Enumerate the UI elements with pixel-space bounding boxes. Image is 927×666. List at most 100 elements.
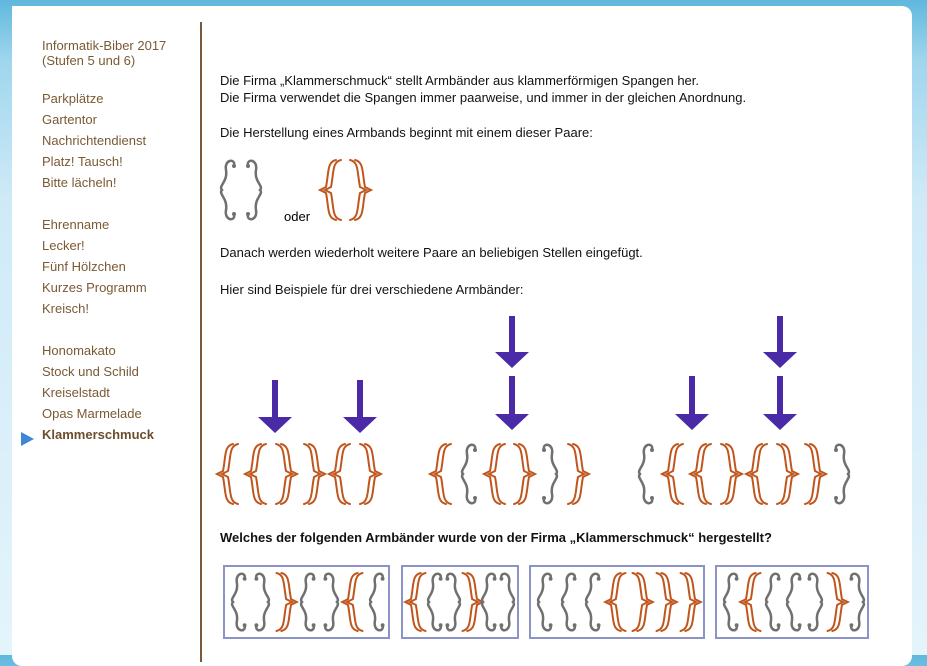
nav-item-platz-tausch[interactable]: Platz! Tausch!: [42, 154, 123, 169]
curly-stroke: [684, 572, 704, 632]
curly-open-clasp: [743, 443, 768, 505]
curly-stroke: [402, 572, 422, 632]
nav-item-lecker[interactable]: Lecker!: [42, 238, 85, 253]
nav-item-klammerschmuck[interactable]: Klammerschmuck: [42, 427, 154, 442]
curly-stroke: [331, 443, 351, 505]
curly-close-clasp: [679, 572, 704, 632]
curly-stroke: [219, 443, 239, 505]
round-open-clasp: [480, 572, 497, 632]
clasp-end: [548, 576, 553, 581]
down-arrow-icon: [495, 316, 529, 368]
nav-item-nachrichtendienst[interactable]: Nachrichtendienst: [42, 133, 147, 148]
curly-stroke: [720, 443, 740, 505]
curly-stroke: [659, 443, 679, 505]
round-open-clasp: [785, 572, 802, 632]
round-open-clasp: [219, 159, 236, 221]
round-open-clasp: [584, 572, 601, 632]
intro-line-2: Die Firma verwendet die Spangen immer pa…: [220, 90, 747, 105]
nav-item-kreiselstadt[interactable]: Kreiselstadt: [42, 385, 110, 400]
arrow-shaft: [689, 376, 695, 416]
curly-close-clasp: [776, 443, 801, 505]
arrow-shaft: [357, 380, 363, 419]
clasp-end: [380, 576, 385, 581]
examples-text: Hier sind Beispiele für drei verschieden…: [220, 282, 524, 297]
curly-stroke: [776, 443, 796, 505]
clasp-end: [232, 212, 236, 216]
start-text: Die Herstellung eines Armbands beginnt m…: [220, 125, 593, 140]
answer-option-a[interactable]: [223, 565, 390, 639]
task-navigation: Informatik-Biber 2017 (Stufen 5 und 6) P…: [42, 38, 166, 445]
curly-stroke: [317, 159, 337, 221]
clasp-end: [438, 623, 443, 628]
answer-option-d[interactable]: [715, 565, 869, 639]
curly-close-clasp: [655, 572, 680, 632]
clasp-end: [807, 623, 812, 628]
clasp-end: [473, 496, 477, 500]
curly-stroke: [308, 443, 328, 505]
curly-stroke: [725, 443, 745, 505]
curly-stroke: [326, 443, 346, 505]
curly-stroke: [513, 443, 533, 505]
round-stroke: [460, 443, 477, 505]
round-stroke: [536, 572, 552, 632]
curly-stroke: [743, 443, 763, 505]
curly-stroke: [461, 572, 481, 632]
clasp-end: [797, 623, 802, 628]
curly-open-clasp: [317, 159, 342, 221]
clasp-end: [311, 576, 316, 581]
clasp-end: [849, 623, 854, 628]
nav-item-honomakato[interactable]: Honomakato: [42, 343, 116, 358]
curly-stroke: [354, 159, 374, 221]
nav-item-stock-und-schild[interactable]: Stock und Schild: [42, 364, 139, 379]
round-close-clasp: [246, 159, 263, 221]
curly-stroke: [804, 443, 824, 505]
curly-stroke: [737, 572, 757, 632]
nav-item-bitte-laecheln[interactable]: Bitte lächeln!: [42, 175, 117, 190]
round-stroke: [808, 572, 824, 632]
round-close-clasp: [542, 443, 559, 505]
intro-line-1: Die Firma „Klammerschmuck“ stellt Armbän…: [220, 73, 700, 88]
nav-item-parkplaetze[interactable]: Parkplätze: [42, 91, 104, 106]
curly-stroke: [655, 572, 675, 632]
nav-item-opas-marmelade[interactable]: Opas Marmelade: [42, 406, 142, 421]
nav-item-kurzes-programm[interactable]: Kurzes Programm: [42, 280, 147, 295]
nav-item-fuenf-hoelzchen[interactable]: Fünf Hölzchen: [42, 259, 126, 274]
clasp-end: [650, 448, 654, 452]
clasp-end: [542, 448, 546, 452]
arrow-head: [763, 414, 797, 430]
down-arrow-icon: [258, 380, 292, 433]
answer-option-c[interactable]: [529, 565, 705, 639]
curly-stroke: [572, 443, 592, 505]
nav-title-line1: Informatik-Biber 2017: [42, 38, 167, 53]
answer-option-b[interactable]: [401, 565, 519, 639]
clasp-end: [445, 576, 450, 581]
round-stroke: [500, 572, 516, 632]
clasp-end: [807, 576, 812, 581]
curly-stroke: [602, 572, 622, 632]
curly-open-clasp: [687, 443, 712, 505]
curly-close-clasp: [567, 443, 592, 505]
round-stroke: [834, 443, 851, 505]
curly-stroke: [664, 443, 684, 505]
clasp-end: [734, 576, 739, 581]
nav-item-ehrenname[interactable]: Ehrenname: [42, 217, 110, 232]
round-stroke: [446, 572, 462, 632]
round-stroke: [299, 572, 315, 632]
round-stroke: [785, 572, 801, 632]
curly-stroke: [660, 572, 680, 632]
curly-stroke: [748, 443, 768, 505]
nav-item-gartentor[interactable]: Gartentor: [42, 112, 97, 127]
curly-open-clasp: [427, 443, 452, 505]
clasp-end: [323, 623, 328, 628]
round-open-clasp: [722, 572, 739, 632]
curly-open-clasp: [602, 572, 627, 632]
arrow-shaft: [777, 316, 783, 354]
round-open-clasp: [764, 572, 781, 632]
round-stroke: [368, 572, 384, 632]
clasp-end: [499, 623, 504, 628]
nav-item-kreisch[interactable]: Kreisch!: [42, 301, 89, 316]
oder-label: oder: [284, 209, 311, 224]
round-stroke: [480, 572, 496, 632]
curly-stroke: [280, 443, 300, 505]
